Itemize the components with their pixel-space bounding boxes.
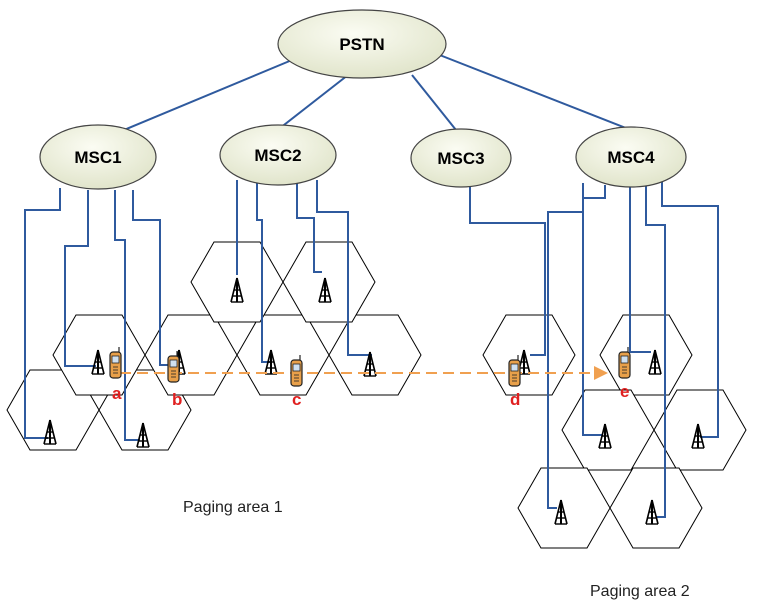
msc-wiring <box>24 180 719 518</box>
phone-icon <box>618 346 631 379</box>
cell <box>561 389 655 471</box>
pstn-links <box>111 51 637 136</box>
cell <box>599 314 693 396</box>
cell <box>609 467 703 549</box>
link <box>582 185 606 436</box>
link <box>64 190 96 367</box>
position-labels: a b c d e <box>112 382 629 409</box>
link <box>132 190 176 366</box>
paging-area-1-label: Paging area 1 <box>183 499 283 516</box>
msc1-node: MSC1 <box>39 124 157 190</box>
link <box>645 185 666 518</box>
msc2-label: MSC2 <box>254 146 301 165</box>
link <box>316 180 372 356</box>
msc1-label: MSC1 <box>74 148 121 167</box>
phone-icon <box>508 354 521 387</box>
cell <box>282 241 376 323</box>
position-label-d: d <box>510 390 520 409</box>
link <box>296 182 322 273</box>
phone-icon <box>167 350 180 383</box>
link <box>411 74 461 136</box>
pstn-label: PSTN <box>339 35 384 54</box>
link <box>661 180 719 438</box>
position-label-c: c <box>292 390 301 409</box>
link <box>256 182 272 363</box>
cell <box>482 314 576 396</box>
msc4-node: MSC4 <box>575 126 687 188</box>
link <box>111 59 293 136</box>
msc3-label: MSC3 <box>437 149 484 168</box>
link <box>431 51 637 133</box>
msc2-node: MSC2 <box>219 124 337 186</box>
cell <box>236 314 330 396</box>
phone-icon <box>109 346 122 379</box>
link <box>469 185 546 356</box>
cell-grid <box>6 241 747 549</box>
msc3-node: MSC3 <box>410 128 512 188</box>
link <box>114 190 140 441</box>
cell <box>517 467 611 549</box>
pstn-node: PSTN <box>277 9 447 79</box>
position-label-b: b <box>172 390 182 409</box>
link <box>24 188 61 439</box>
arrow-head-icon <box>594 366 608 380</box>
position-label-a: a <box>112 384 122 403</box>
msc4-label: MSC4 <box>607 148 655 167</box>
cell <box>328 314 422 396</box>
paging-area-2-label: Paging area 2 <box>590 583 690 600</box>
link <box>629 185 651 353</box>
position-label-e: e <box>620 382 629 401</box>
link <box>274 74 349 133</box>
phone-icon <box>290 354 303 387</box>
